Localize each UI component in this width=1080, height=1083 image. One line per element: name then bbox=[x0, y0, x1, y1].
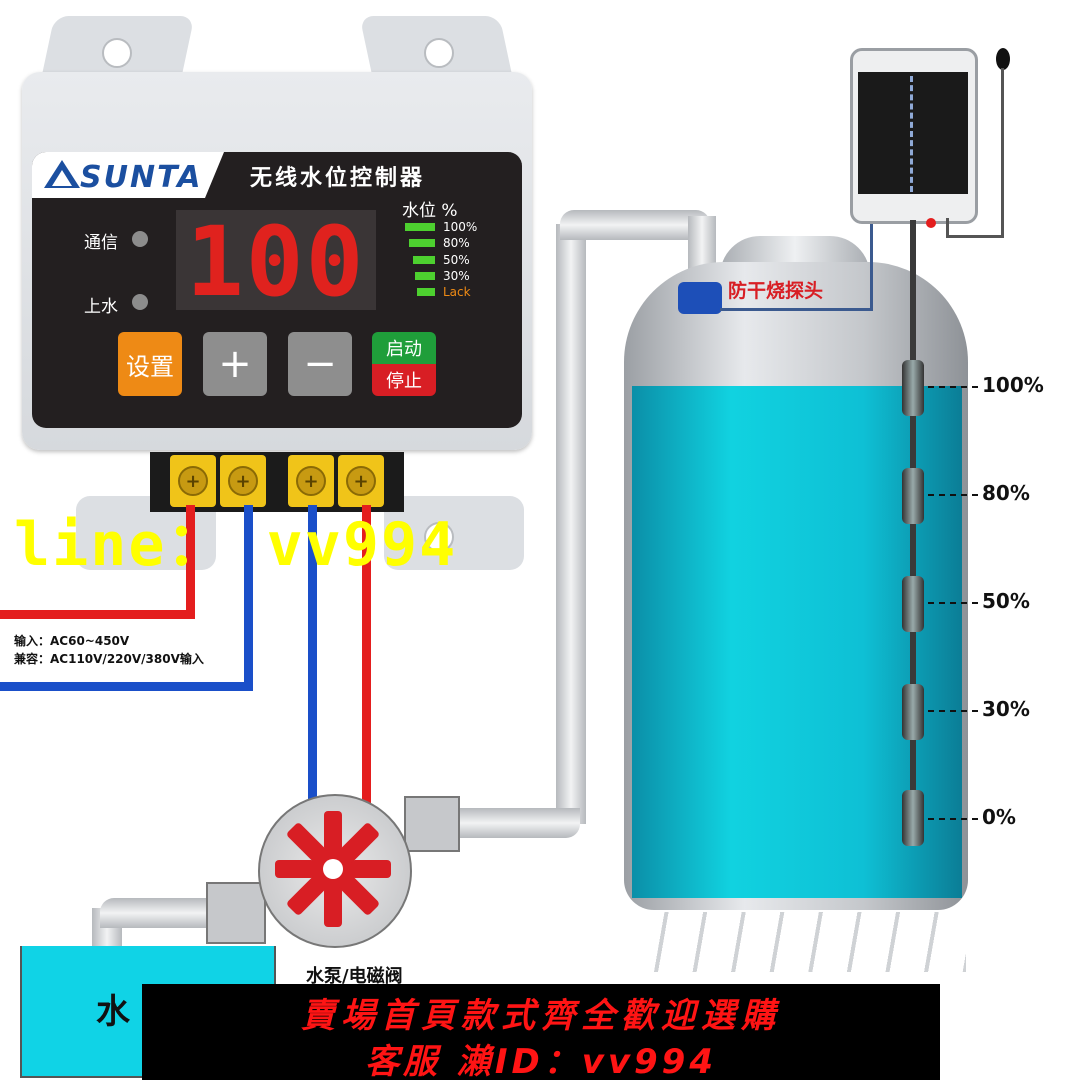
mount-hole-icon bbox=[424, 522, 454, 552]
level-probe bbox=[902, 360, 924, 416]
title-bar bbox=[205, 152, 522, 198]
dry-run-probe bbox=[678, 282, 722, 314]
promo-banner bbox=[142, 984, 940, 1080]
antenna-cable bbox=[946, 218, 949, 238]
level-probe bbox=[902, 468, 924, 524]
mount-hole-icon bbox=[102, 38, 132, 68]
level-label: 50% bbox=[443, 253, 470, 267]
level-label: 100% bbox=[443, 220, 478, 234]
seller-watermark: line： vv994 bbox=[14, 510, 458, 580]
indicator-comm-light bbox=[132, 231, 148, 247]
screw-icon: + bbox=[346, 466, 376, 496]
power-wire-red bbox=[186, 505, 195, 617]
terminal: + bbox=[288, 455, 334, 507]
level-bar bbox=[405, 223, 435, 231]
controller-title: 无线水位控制器 bbox=[250, 166, 426, 191]
stop-button[interactable]: 停止 bbox=[372, 364, 436, 396]
set-button[interactable]: 设置 bbox=[118, 332, 182, 396]
level-marker bbox=[928, 494, 978, 496]
pump-label: 水泵/电磁阀 bbox=[306, 966, 403, 987]
indicator-fill-light bbox=[132, 294, 148, 310]
pump-wire-blue bbox=[308, 505, 317, 805]
dry-run-probe-label: 防干烧探头 bbox=[728, 280, 824, 302]
transmitter-panel bbox=[858, 72, 968, 194]
pipe-segment bbox=[440, 808, 580, 838]
terminal: + bbox=[170, 455, 216, 507]
level-label: 80% bbox=[982, 481, 1030, 505]
power-wire-blue bbox=[244, 505, 253, 690]
indicator-label-fill: 上水 bbox=[84, 297, 118, 317]
level-row: 50% bbox=[405, 253, 470, 267]
brand-logo-icon bbox=[44, 160, 80, 188]
level-row: Lack bbox=[405, 285, 471, 299]
level-label-lack: Lack bbox=[443, 285, 471, 299]
basin-label: 水 bbox=[96, 992, 130, 1032]
level-probe bbox=[902, 790, 924, 846]
level-probe bbox=[902, 684, 924, 740]
level-row: 100% bbox=[405, 220, 477, 234]
power-wire-blue bbox=[0, 682, 253, 691]
level-title: 水位 % bbox=[402, 201, 458, 221]
tank-legs bbox=[630, 912, 966, 972]
mount-hole-icon bbox=[424, 38, 454, 68]
pump-outlet bbox=[404, 796, 460, 852]
level-marker bbox=[928, 602, 978, 604]
pump-wire-red bbox=[362, 505, 371, 805]
pump-inlet bbox=[206, 882, 266, 944]
power-wire-red bbox=[0, 610, 195, 619]
brand-name: SUNTA bbox=[80, 160, 203, 195]
level-marker bbox=[928, 818, 978, 820]
screw-icon: + bbox=[178, 466, 208, 496]
level-bar bbox=[409, 239, 435, 247]
probe-cable bbox=[870, 214, 873, 311]
level-label: 100% bbox=[982, 373, 1044, 397]
level-row: 30% bbox=[405, 269, 470, 283]
transmitter-led bbox=[926, 218, 936, 228]
pipe-segment bbox=[556, 224, 586, 824]
level-bar bbox=[413, 256, 435, 264]
minus-button[interactable]: − bbox=[288, 332, 352, 396]
promo-banner-line2: 客服 瀨ID：vv994 bbox=[364, 1042, 717, 1082]
level-probe-rod bbox=[910, 220, 916, 845]
impeller-icon bbox=[275, 811, 391, 927]
level-bar bbox=[417, 288, 435, 296]
screw-icon: + bbox=[228, 466, 258, 496]
antenna-cable bbox=[1001, 68, 1004, 238]
level-marker bbox=[928, 386, 978, 388]
display-value: 100 bbox=[186, 206, 366, 318]
level-label: 30% bbox=[982, 697, 1030, 721]
level-row: 80% bbox=[405, 236, 470, 250]
terminal: + bbox=[338, 455, 384, 507]
level-probe bbox=[902, 576, 924, 632]
indicator-label-comm: 通信 bbox=[84, 233, 118, 253]
pipe-segment bbox=[560, 210, 710, 240]
level-label: 50% bbox=[982, 589, 1030, 613]
compat-voltage-note: 兼容：AC110V/220V/380V输入 bbox=[14, 652, 204, 666]
level-label: 0% bbox=[982, 805, 1016, 829]
level-bar bbox=[415, 272, 435, 280]
start-button[interactable]: 启动 bbox=[372, 332, 436, 364]
level-label: 30% bbox=[443, 269, 470, 283]
antenna-cable bbox=[946, 235, 1004, 238]
digital-display bbox=[176, 210, 376, 310]
mount-ear-bottom-right bbox=[384, 496, 524, 570]
input-voltage-note: 输入：AC60~450V bbox=[14, 634, 130, 648]
screw-icon: + bbox=[296, 466, 326, 496]
terminal: + bbox=[220, 455, 266, 507]
level-label: 80% bbox=[443, 236, 470, 250]
probe-cable bbox=[720, 308, 872, 311]
antenna-icon bbox=[996, 48, 1010, 70]
level-marker bbox=[928, 710, 978, 712]
promo-banner-line1: 賣場首頁款式齊全歡迎選購 bbox=[301, 996, 781, 1036]
transmitter-stripe bbox=[910, 76, 913, 192]
plus-button[interactable]: + bbox=[203, 332, 267, 396]
